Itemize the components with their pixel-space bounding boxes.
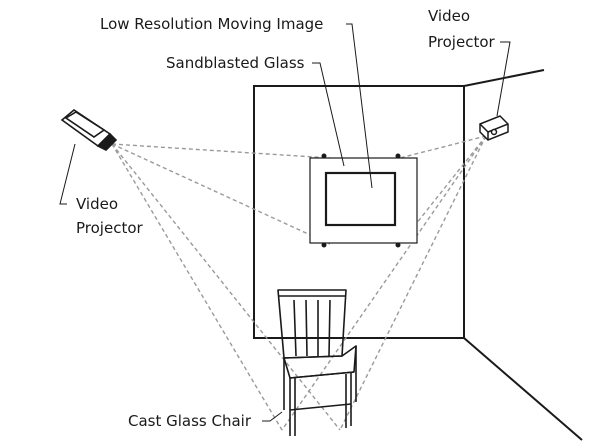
leader-projector-left [59,143,76,205]
label-sandblasted-glass: Sandblasted Glass [166,54,305,72]
chair-slat-4 [328,299,331,357]
projection-beams [111,135,487,431]
label-projector-right-line1: Video [428,7,470,25]
video-projector-left [60,109,118,151]
beam-left-3 [111,143,283,431]
projector-left-lens [96,132,118,151]
chair-stretcher [289,403,352,411]
room [253,69,583,441]
glass-mount-bl [321,242,327,248]
chair-slat-1 [293,299,297,357]
beam-right-3 [281,135,487,431]
low-resolution-image-frame [324,171,397,227]
beam-right-1 [399,135,487,159]
leader-sandblasted-glass [312,62,345,167]
leader-chair [262,411,283,422]
label-cast-glass-chair: Cast Glass Chair [128,412,252,430]
beam-left-2 [111,143,331,245]
glass-mount-br [395,242,401,248]
projector-right-lens [490,128,498,136]
label-projector-right-line2: Projector [428,33,495,51]
chair-seat [283,345,357,379]
glass-panel-group [309,153,418,248]
video-projector-right [479,115,509,141]
projector-right-edge [479,123,489,133]
projector-right-body [479,115,509,141]
label-projector-left-line1: Video [76,195,118,213]
cast-glass-chair [277,289,357,436]
beam-right-4 [339,135,487,431]
label-low-resolution-image: Low Resolution Moving Image [100,15,323,33]
floor-edge [463,337,583,441]
glass-mount-tr [395,153,401,159]
projector-left-top [64,111,106,138]
chair-seat-front [289,371,355,379]
leader-low-res-image [346,23,373,189]
chair-back-frame [277,289,347,359]
chair-slat-2 [305,299,308,357]
leader-projector-right [496,41,511,117]
beam-left-1 [111,143,331,159]
glass-mount-tl [321,153,327,159]
label-projector-left-line2: Projector [76,219,143,237]
beam-left-4 [111,143,341,431]
leader-lines [59,23,511,422]
